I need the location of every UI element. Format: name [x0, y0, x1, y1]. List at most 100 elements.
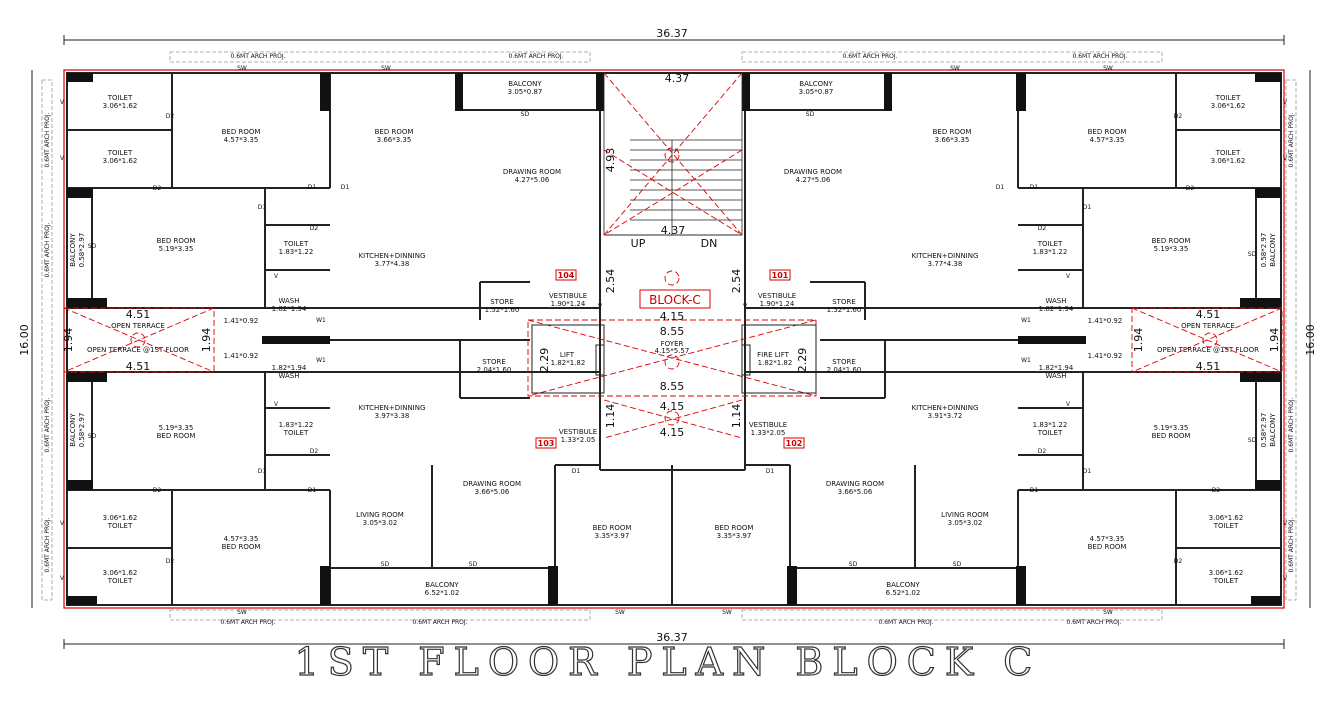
svg-text:D1: D1 — [766, 468, 775, 475]
room-dim: 1.82*1.94 — [272, 364, 307, 372]
room-dim: 5.19*3.35 — [1154, 424, 1189, 432]
lobby-dim: 4.15 — [660, 426, 685, 439]
arch-proj-label: 0.6MT ARCH PROJ. — [1066, 619, 1121, 626]
room-dim: 1.41*0.92 — [1088, 317, 1123, 325]
room-dim: 3.06*1.62 — [1211, 157, 1246, 165]
room-dim: 4.57*3.35 — [1090, 136, 1125, 144]
svg-text:SW: SW — [615, 609, 625, 616]
room-label: TOILET — [1213, 577, 1239, 585]
svg-text:SW: SW — [237, 609, 247, 616]
room-dim: 3.06*1.62 — [1209, 514, 1244, 522]
svg-text:SD: SD — [521, 111, 530, 118]
room-dim: 5.19*3.35 — [159, 424, 194, 432]
svg-text:W1: W1 — [1021, 357, 1031, 364]
room-dim: 1.41*0.92 — [224, 352, 259, 360]
flat-number-101: 101 — [772, 271, 789, 280]
room-dim: 1.52*1.60 — [485, 306, 520, 314]
arch-proj-label: 0.6MT ARCH PROJ. — [878, 619, 933, 626]
room-label: TOILET — [1215, 94, 1241, 102]
room-label: BALCONY — [799, 80, 833, 88]
svg-text:D1: D1 — [1030, 184, 1039, 191]
svg-text:D1: D1 — [1083, 468, 1092, 475]
room-label: KITCHEN+DINNING — [912, 252, 979, 260]
terrace-height: 1.94 — [1268, 328, 1281, 353]
room-label: STORE — [832, 358, 856, 366]
walls — [67, 73, 1281, 605]
room-label: TOILET — [107, 149, 133, 157]
svg-text:SD: SD — [469, 561, 478, 568]
room-dim: 3.77*4.38 — [928, 260, 963, 268]
lift-dim: 1.82*1.82 — [551, 359, 586, 367]
room-label: VESTIBULE — [749, 421, 787, 429]
top-dimension — [63, 35, 1285, 45]
room-dim: 3.06*1.62 — [103, 569, 138, 577]
room-dim: 3.05*3.02 — [363, 519, 398, 527]
svg-text:W1: W1 — [316, 357, 326, 364]
room-label: VESTIBULE — [559, 428, 597, 436]
room-label: STORE — [832, 298, 856, 306]
room-dim: 1.52*1.60 — [827, 306, 862, 314]
lobby-dim: 8.55 — [660, 325, 685, 338]
svg-text:SD: SD — [381, 561, 390, 568]
room-label: BALCONY — [1269, 233, 1277, 267]
svg-text:SD: SD — [1248, 251, 1257, 258]
svg-text:V: V — [598, 303, 603, 310]
room-dim: 3.06*1.62 — [1209, 569, 1244, 577]
terrace-height: 1.94 — [200, 328, 213, 353]
room-dim: 3.05*0.87 — [508, 88, 543, 96]
lobby-dim: 4.15 — [660, 310, 685, 323]
room-dim: 3.06*1.62 — [103, 514, 138, 522]
plan-title: 1ST FLOOR PLAN BLOCK C — [294, 639, 1042, 684]
room-label: LIVING ROOM — [356, 511, 404, 519]
svg-text:SW: SW — [237, 65, 247, 72]
arch-proj-label: 0.6MT ARCH PROJ. — [44, 222, 51, 277]
arch-proj-label: 0.6MT ARCH PROJ. — [44, 112, 51, 167]
lobby-h: 2.29 — [796, 348, 809, 373]
flat-number-104: 104 — [558, 271, 575, 280]
room-label: TOILET — [1037, 240, 1063, 248]
svg-text:D1: D1 — [572, 468, 581, 475]
arch-proj-label: 0.6MT ARCH PROJ. — [230, 53, 285, 60]
room-label: VESTIBULE — [758, 292, 796, 300]
room-dim: 6.52*1.02 — [886, 589, 921, 597]
room-dim: 2.04*1.60 — [827, 366, 862, 374]
svg-text:D2: D2 — [1038, 225, 1047, 232]
room-dim: 3.91*3.72 — [928, 412, 963, 420]
room-dim: 3.66*3.35 — [935, 136, 970, 144]
room-label: BALCONY — [69, 233, 77, 267]
svg-text:D1: D1 — [258, 468, 267, 475]
room-dim: 3.66*5.06 — [475, 488, 510, 496]
room-dim: 1.41*0.92 — [224, 317, 259, 325]
room-dim: 4.57*3.35 — [224, 535, 259, 543]
svg-text:W1: W1 — [316, 317, 326, 324]
arch-proj-label: 0.6MT ARCH PROJ. — [44, 397, 51, 452]
svg-text:V: V — [60, 575, 65, 582]
room-dim: 0.58*2.97 — [1260, 413, 1268, 448]
room-label: WASH — [1045, 297, 1066, 305]
room-label: DRAWING ROOM — [503, 168, 561, 176]
lift-shafts — [531, 324, 817, 394]
lobby-dim: 4.15 — [660, 400, 685, 413]
fire-lift-dim: 1.82*1.82 — [758, 359, 793, 367]
room-dim: 4.57*3.35 — [224, 136, 259, 144]
room-label: BALCONY — [508, 80, 542, 88]
columns — [67, 73, 1281, 605]
stair-up-label: UP — [631, 237, 646, 250]
room-dim: 1.83*1.22 — [1033, 421, 1068, 429]
room-dim: 0.58*2.97 — [78, 413, 86, 448]
arch-proj-label: 0.6MT ARCH PROJ. — [1288, 517, 1295, 572]
room-label: BED ROOM — [222, 543, 261, 551]
room-label: BALCONY — [425, 581, 459, 589]
room-label: TOILET — [1215, 149, 1241, 157]
arch-proj-label: 0.6MT ARCH PROJ. — [1072, 53, 1127, 60]
svg-text:D1: D1 — [1030, 487, 1039, 494]
svg-text:D2: D2 — [310, 225, 319, 232]
room-label: TOILET — [1037, 429, 1063, 437]
right-depth-label: 16.00 — [1304, 324, 1317, 356]
room-dim: 1.82*1.94 — [1039, 305, 1074, 313]
svg-text:SD: SD — [1248, 437, 1257, 444]
room-dim: 1.41*0.92 — [1088, 352, 1123, 360]
room-dim: 4.27*5.06 — [515, 176, 550, 184]
lobby-h: 1.14 — [604, 404, 617, 429]
